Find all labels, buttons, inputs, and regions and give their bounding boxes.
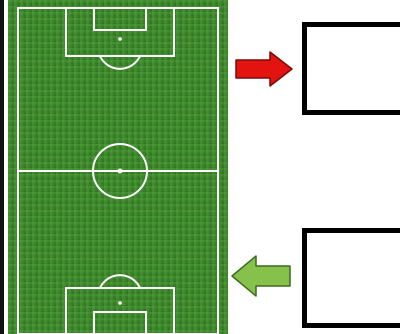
grass-texture [8, 0, 228, 334]
soccer-field-drawing [8, 0, 228, 334]
answer-box-bottom[interactable] [302, 228, 400, 328]
answer-box-top[interactable] [302, 22, 400, 115]
arrow-left-icon [228, 253, 294, 299]
bottom-penalty-spot [118, 301, 122, 305]
center-spot [118, 169, 123, 174]
arrow-right-icon [234, 51, 296, 87]
left-border-line [0, 0, 4, 334]
soccer-field-icon [8, 0, 228, 334]
top-penalty-spot [118, 37, 122, 41]
